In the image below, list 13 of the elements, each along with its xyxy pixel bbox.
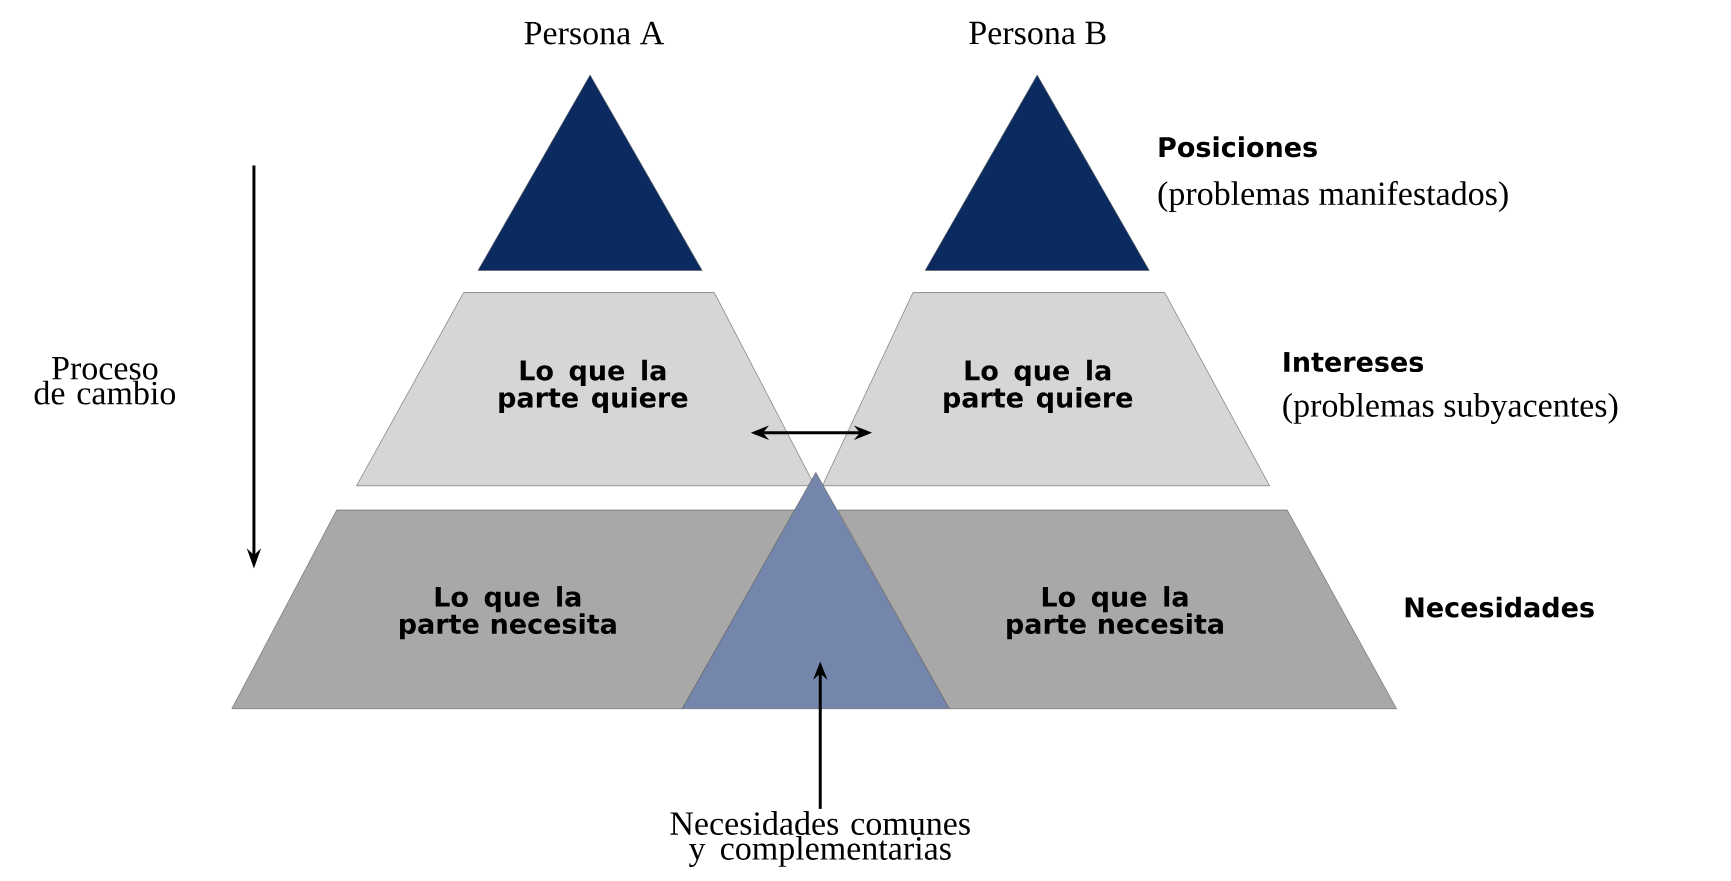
- trapezoid: Lo que la parte necesita: [837, 509, 1397, 710]
- caption-text: Necesidades comunes y complementarias: [670, 811, 970, 867]
- trapezoid: Lo que la parte quiere: [356, 292, 816, 487]
- process-label: Proceso de cambio: [34, 357, 176, 405]
- triangle-shape: [681, 472, 950, 710]
- trapezoid: Lo que la parte quiere: [822, 292, 1270, 487]
- triangle-shape: [477, 74, 703, 271]
- level-note: (problemas manifestados): [1158, 180, 1508, 213]
- level-note: (problemas subyacentes): [1283, 393, 1618, 424]
- trapezoid: Lo que la parte necesita: [231, 509, 797, 710]
- triangle-shape: [924, 74, 1150, 271]
- persona-label: Persona B: [969, 21, 1106, 45]
- persona-label: Persona A: [524, 21, 665, 45]
